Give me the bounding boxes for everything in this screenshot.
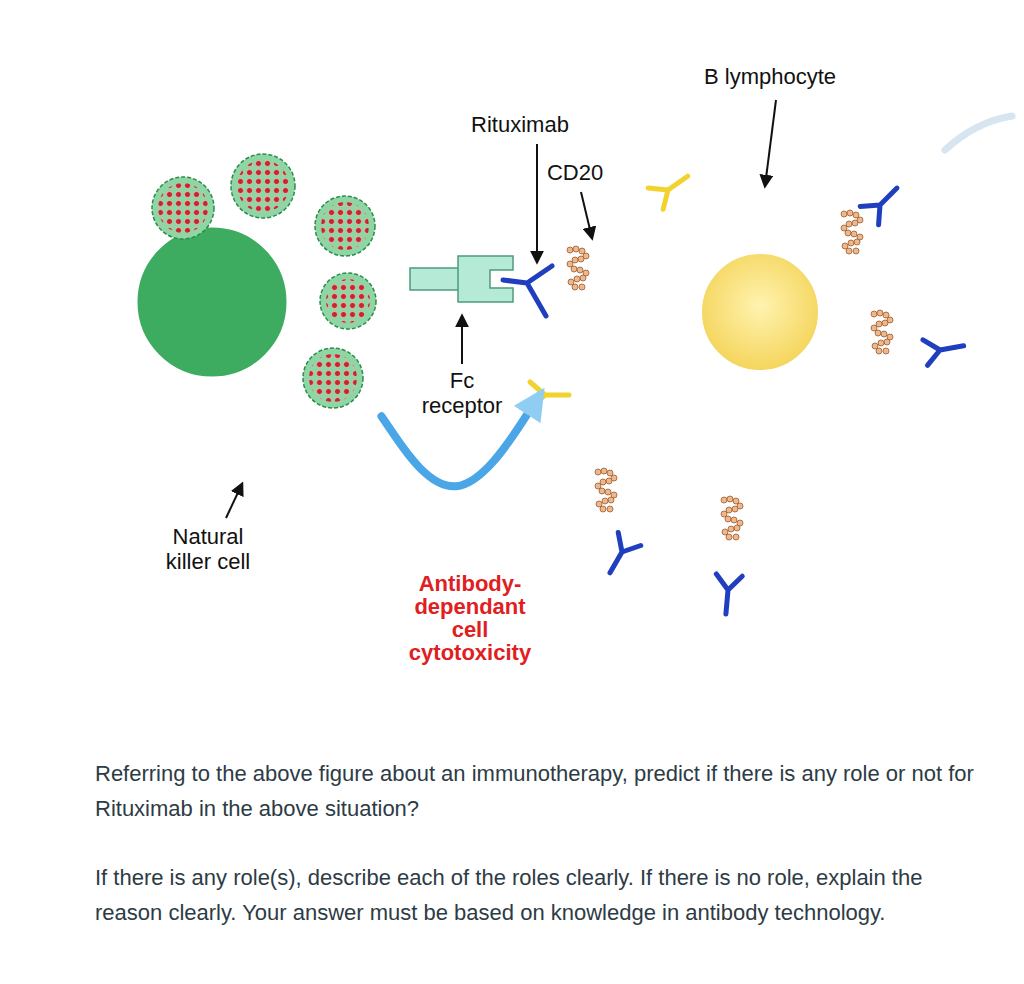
part-label: CD20 <box>530 160 620 185</box>
cell-label: Natural killer cell <box>153 524 263 575</box>
question-text: If there is any role(s), describe each o… <box>95 860 975 930</box>
cell-body <box>88 109 426 447</box>
bound-antibodies <box>599 179 966 615</box>
faint-arc <box>945 116 1012 150</box>
cell-outline <box>544 197 900 553</box>
part-label: Fc receptor <box>407 368 517 419</box>
mechanism-label: Antibody- dependant cell cytotoxicity <box>400 572 540 664</box>
cd20-molecules <box>567 210 893 540</box>
free-antibodies <box>530 166 695 408</box>
b-nucleus <box>700 252 820 372</box>
fc-receptor <box>410 256 513 302</box>
cell-outline <box>87 108 427 448</box>
cytotoxic-granules <box>152 154 376 408</box>
rituximab-antibody <box>503 266 552 316</box>
nk-nucleus <box>136 226 288 378</box>
cell-body <box>545 198 899 552</box>
part-label: Rituximab <box>440 112 600 137</box>
cell-node: Natural killer cell <box>87 108 427 448</box>
question-text: Referring to the above figure about an i… <box>95 756 975 826</box>
cell-label: B lymphocyte <box>670 64 870 89</box>
leader-lines <box>226 100 776 518</box>
cell-node: B lymphocyte <box>544 197 900 553</box>
